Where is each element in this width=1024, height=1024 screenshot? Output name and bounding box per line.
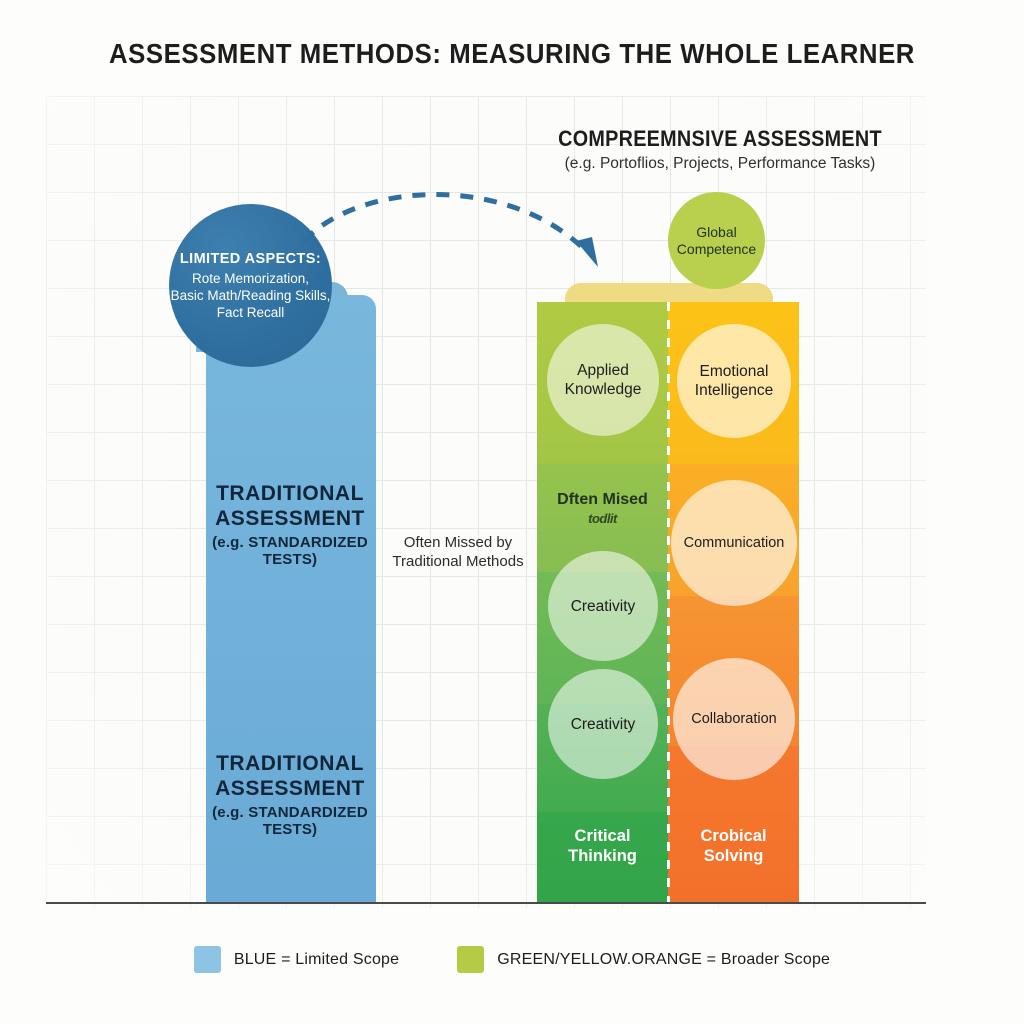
traditional-label-line2: ASSESSMENT (215, 507, 365, 530)
comprehensive-heading: COMPREEMNSIVE ASSESSMENT (558, 126, 882, 151)
limited-aspects-line1: Rote Memorization, (191, 270, 310, 286)
page-title: ASSESSMENT METHODS: MEASURING THE WHOLE … (109, 38, 915, 69)
bubble-collaboration-label: Collaboration (691, 710, 777, 727)
traditional-label-line2-dup: ASSESSMENT (215, 777, 365, 800)
often-missed-note: Often Missed by Traditional Methods (378, 533, 538, 571)
chart-baseline-axis (46, 902, 926, 904)
often-missed-line1: Often Missed by (403, 534, 513, 551)
legend-label-green: GREEN/YELLOW.ORANGE = Broader Scope (497, 950, 831, 968)
problem-solving-line2: Solving (703, 847, 764, 865)
traditional-label-line3-dup: (e.g. STANDARDIZED TESTS) (212, 804, 368, 838)
limited-aspects-line2: Basic Math/Reading Skills, (170, 287, 331, 303)
global-competence-line2: Competence (676, 240, 757, 257)
bubble-emotional-intelligence-line2: Intelligence (694, 382, 774, 399)
bubble-collaboration[interactable]: Collaboration (673, 658, 795, 780)
bubble-emotional-intelligence-line1: Emotional (699, 363, 769, 380)
comprehensive-subheading: (e.g. Portoflios, Projects, Performance … (564, 155, 876, 172)
legend-label-blue: BLUE = Limited Scope (233, 950, 400, 968)
comprehensive-assessment-bar[interactable]: Applied Knowledge Dften Mised todlit Cre… (537, 302, 799, 903)
bubble-communication[interactable]: Communication (671, 480, 797, 606)
often-missed-line2: Traditional Methods (392, 553, 524, 570)
band-critical-thinking (537, 812, 668, 903)
bubble-applied-knowledge-line2: Knowledge (564, 381, 642, 398)
traditional-label-line1: TRADITIONAL (216, 482, 364, 505)
problem-solving-line1: Crobical (700, 827, 767, 845)
global-competence-circle[interactable]: Global Competence (668, 192, 765, 289)
glitch-line1: Dften Mised (557, 491, 648, 508)
orange-column[interactable]: Emotional Intelligence Communication Col… (668, 302, 799, 903)
glitch-text-block: Dften Mised todlit (537, 490, 668, 528)
bubble-applied-knowledge[interactable]: Applied Knowledge (547, 324, 659, 436)
traditional-label-line3: (e.g. STANDARDIZED TESTS) (212, 534, 368, 568)
critical-thinking-line2: Thinking (568, 847, 637, 865)
legend-item-green[interactable]: GREEN/YELLOW.ORANGE = Broader Scope (457, 946, 830, 973)
critical-thinking-line1: Critical (574, 827, 631, 845)
traditional-label-lower: TRADITIONAL ASSESSMENT (e.g. STANDARDIZE… (185, 751, 395, 838)
traditional-label-upper: TRADITIONAL ASSESSMENT (e.g. STANDARDIZE… (185, 481, 395, 568)
legend-item-blue[interactable]: BLUE = Limited Scope (193, 946, 400, 973)
label-problem-solving: Crobical Solving (668, 826, 799, 866)
limited-aspects-title: LIMITED ASPECTS: (179, 250, 322, 267)
traditional-assessment-bar[interactable] (206, 295, 376, 903)
chart-legend: BLUE = Limited Scope GREEN/YELLOW.ORANGE… (0, 946, 1024, 973)
bubble-applied-knowledge-line1: Applied (577, 362, 629, 379)
label-critical-thinking: Critical Thinking (537, 826, 668, 866)
global-competence-line1: Global (696, 223, 737, 240)
legend-swatch-green (457, 946, 485, 973)
bubble-emotional-intelligence[interactable]: Emotional Intelligence (677, 324, 791, 438)
column-divider (667, 302, 670, 903)
traditional-label-line1-dup: TRADITIONAL (216, 752, 364, 775)
transition-arrow-icon (302, 192, 598, 267)
limited-aspects-line3: Fact Recall (216, 304, 285, 320)
bubble-creativity-lower[interactable]: Creativity (548, 669, 658, 779)
glitch-line2: todlit (588, 511, 617, 526)
bubble-creativity-upper-label: Creativity (570, 597, 636, 615)
bubble-communication-label: Communication (683, 534, 785, 551)
bubble-creativity-lower-label: Creativity (570, 715, 636, 733)
bubble-creativity-upper[interactable]: Creativity (548, 551, 658, 661)
green-column[interactable]: Applied Knowledge Dften Mised todlit Cre… (537, 302, 668, 903)
legend-swatch-blue (193, 946, 221, 973)
limited-aspects-circle[interactable]: LIMITED ASPECTS: Rote Memorization, Basi… (169, 204, 332, 367)
